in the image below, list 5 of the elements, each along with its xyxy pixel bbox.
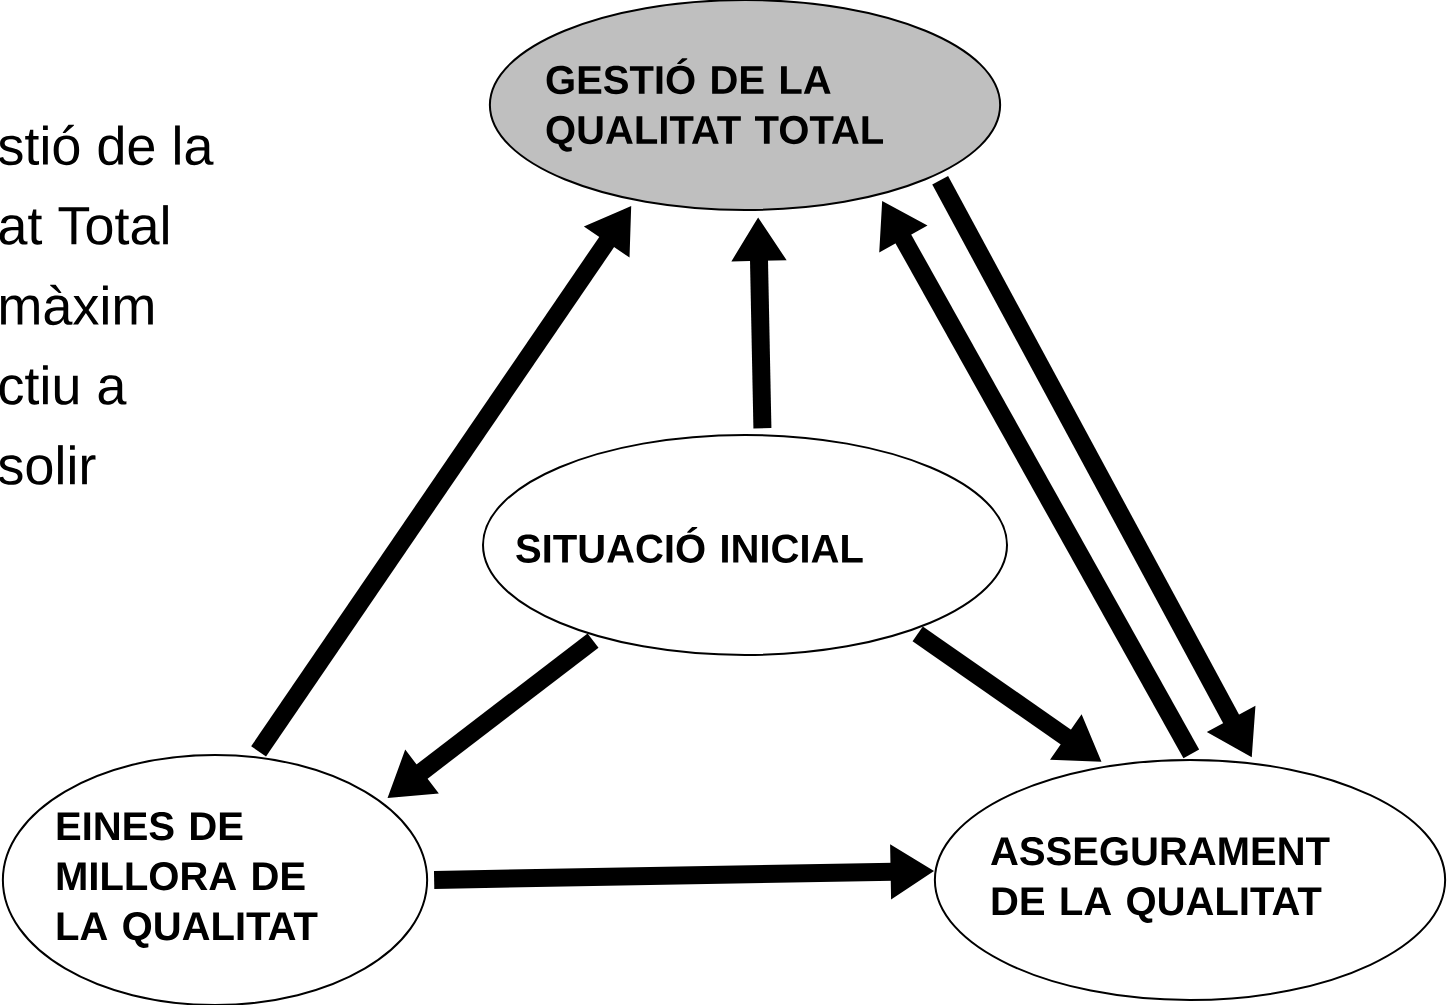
ellipse-node: SITUACIÓ INICIAL: [482, 434, 1008, 656]
text-line: màxim: [1, 284, 153, 326]
text-line: at Total: [0, 205, 168, 245]
text-line: ctiu a: [0, 365, 127, 405]
ellipse-node: ASSEGURAMENT DE LA QUALITAT: [933, 759, 1447, 1001]
